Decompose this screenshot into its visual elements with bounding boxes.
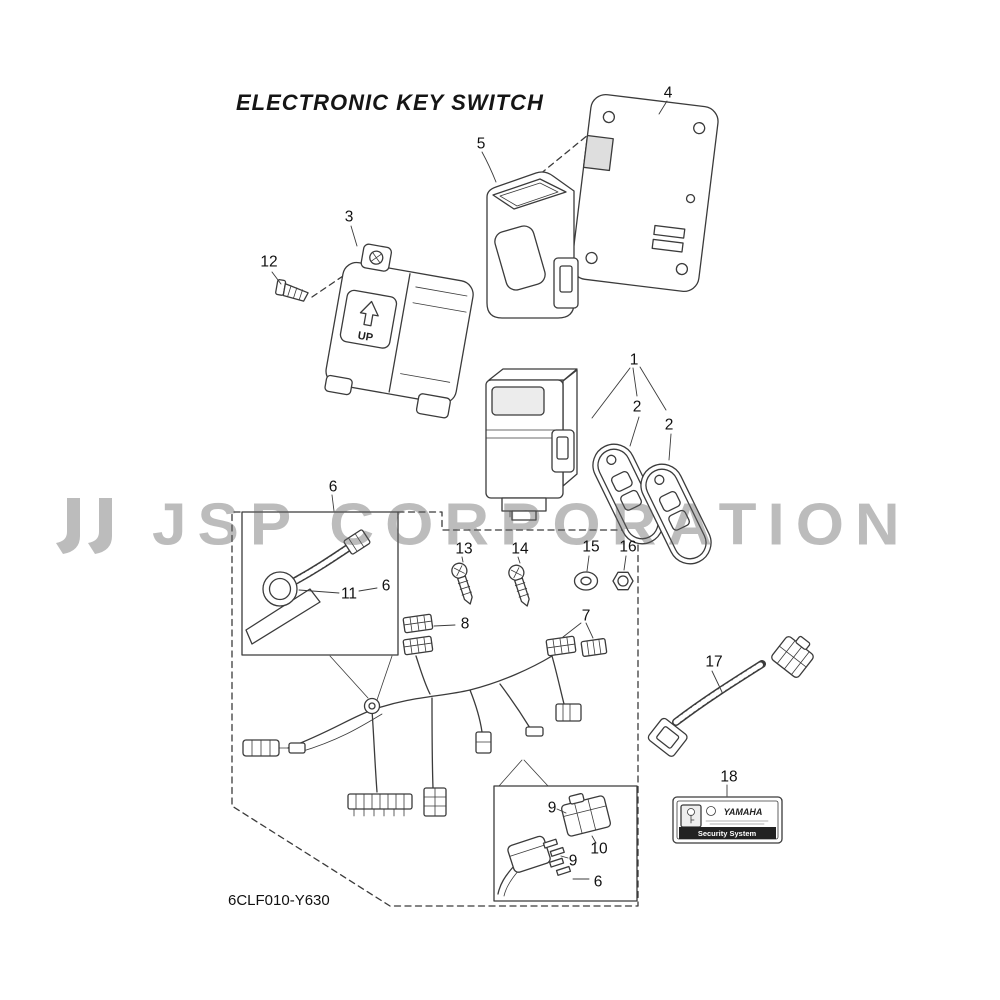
diagram-title: ELECTRONIC KEY SWITCH bbox=[236, 90, 544, 115]
part-1-receiver-unit bbox=[485, 368, 578, 521]
kit-boundary-dashed bbox=[231, 511, 639, 907]
inset-box-connectors bbox=[493, 785, 638, 902]
part-13-screw bbox=[451, 562, 473, 605]
alignment-line bbox=[311, 273, 347, 298]
part-12-screw bbox=[275, 279, 309, 302]
part-7-connectors bbox=[545, 635, 608, 657]
part-2-key-fob bbox=[592, 443, 664, 545]
part-17-extension-cable bbox=[647, 635, 814, 757]
part-2-key-fob bbox=[640, 463, 712, 565]
inset-box-antenna bbox=[241, 511, 399, 656]
wiring-harness bbox=[242, 655, 582, 817]
part-3-key-switch-unit: UP bbox=[324, 243, 474, 419]
magnifier-lines bbox=[498, 759, 549, 787]
security-system-text: Security System bbox=[698, 829, 757, 838]
part-16-nut bbox=[612, 571, 634, 591]
alignment-line bbox=[527, 129, 595, 185]
part-4-mounting-plate bbox=[571, 93, 719, 293]
part-15-washer bbox=[573, 571, 599, 591]
magnifier-lines bbox=[329, 655, 393, 701]
part-8-connectors bbox=[402, 613, 434, 656]
part-5-cover bbox=[486, 171, 579, 319]
diagram-code: 6CLF010-Y630 bbox=[228, 892, 330, 909]
part-18-security-label: YAMAHA Security System bbox=[672, 796, 783, 844]
yamaha-brand-text: YAMAHA bbox=[724, 807, 763, 817]
up-button-label: UP bbox=[357, 330, 374, 344]
part-14-screw bbox=[508, 564, 530, 607]
leader-lines bbox=[271, 100, 728, 880]
